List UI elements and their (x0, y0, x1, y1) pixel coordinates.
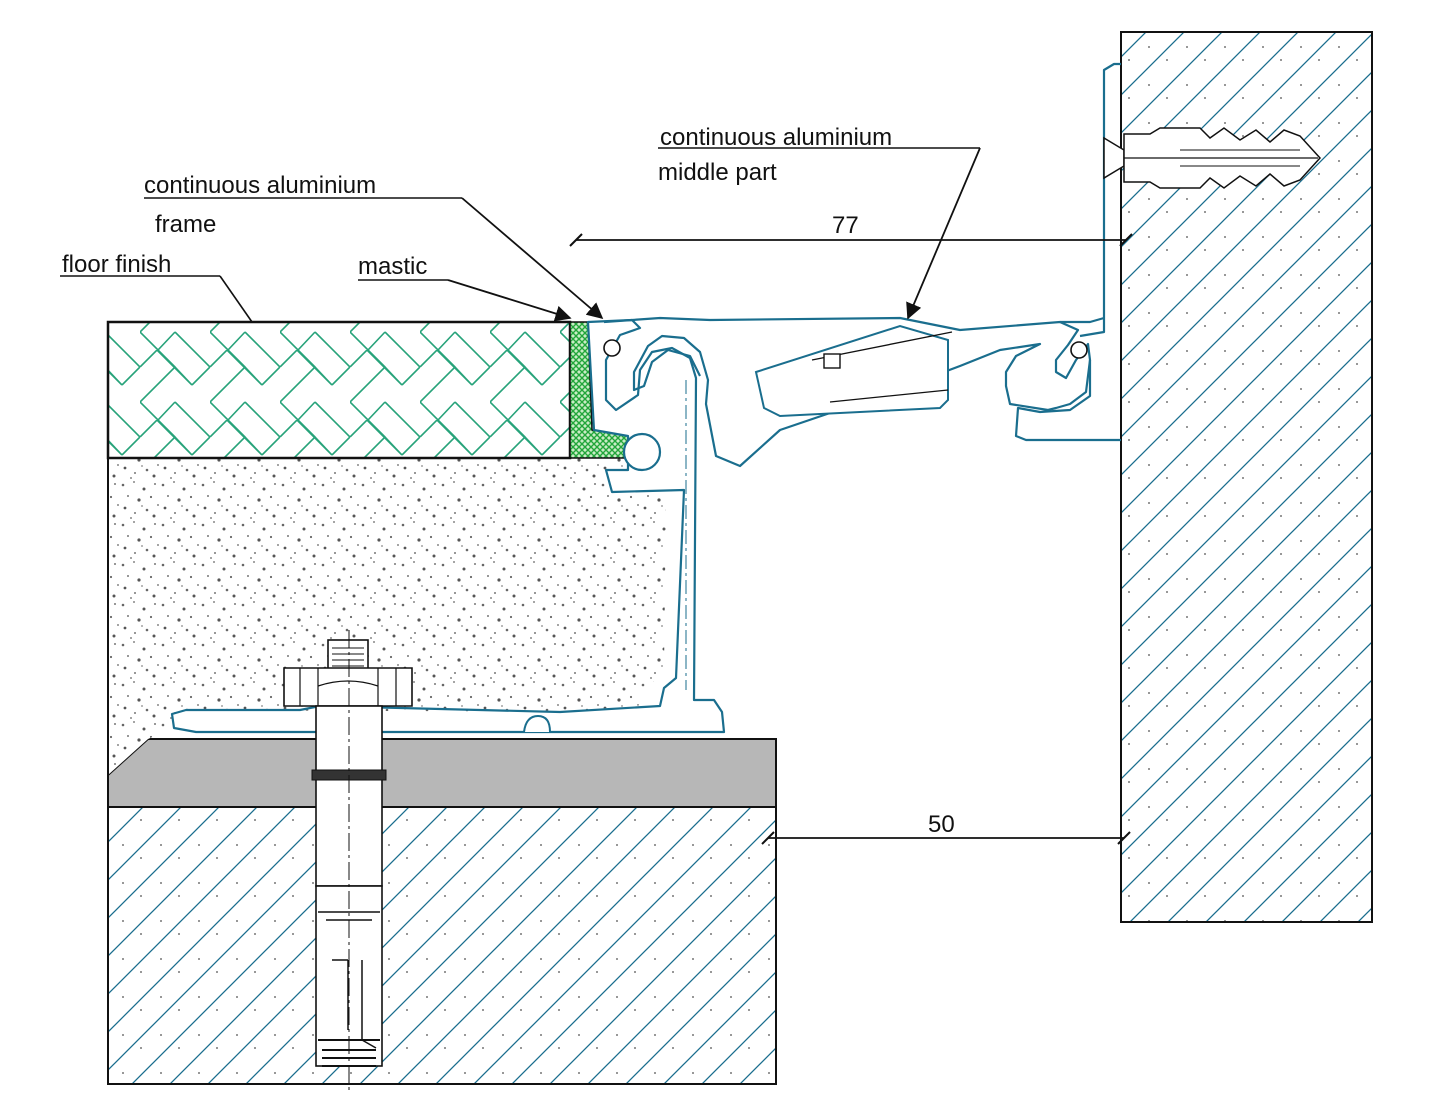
screed-layer (108, 458, 666, 775)
leader-mastic (358, 279, 572, 322)
label-frame-line2: frame (155, 211, 216, 238)
dimension-top: 77 (569, 212, 1133, 247)
insert-tab (823, 353, 841, 369)
label-middle-line2: middle part (658, 159, 777, 186)
anchor-bolt (283, 630, 413, 1090)
frame-base-bump (523, 714, 551, 733)
label-frame-line1: continuous aluminium (144, 172, 376, 199)
leader-middle-part (658, 147, 981, 320)
substrate-band (107, 738, 777, 808)
concrete-slab-left (107, 806, 777, 1085)
dimension-top-value: 77 (832, 212, 859, 239)
wall-clip-profile (1014, 62, 1121, 442)
middle-seal-bead (1070, 341, 1088, 359)
dimension-bottom-value: 50 (928, 811, 955, 838)
mastic-joint (569, 321, 629, 459)
frame-seal-bead (603, 339, 621, 357)
leader-frame (144, 197, 604, 320)
leader-floor-finish (60, 275, 253, 323)
middle-part-insert (754, 324, 949, 418)
label-middle-line1: continuous aluminium (660, 124, 892, 151)
wall-plug-screw (1103, 127, 1322, 189)
frame-round-nose (622, 432, 662, 472)
floor-finish-tile (106, 320, 572, 460)
aluminium-middle-part-profile (603, 316, 1092, 468)
label-floor-finish: floor finish (62, 251, 171, 278)
label-mastic: mastic (358, 253, 427, 280)
dimension-bottom: 50 (761, 811, 1131, 845)
aluminium-frame-profile (170, 318, 726, 734)
